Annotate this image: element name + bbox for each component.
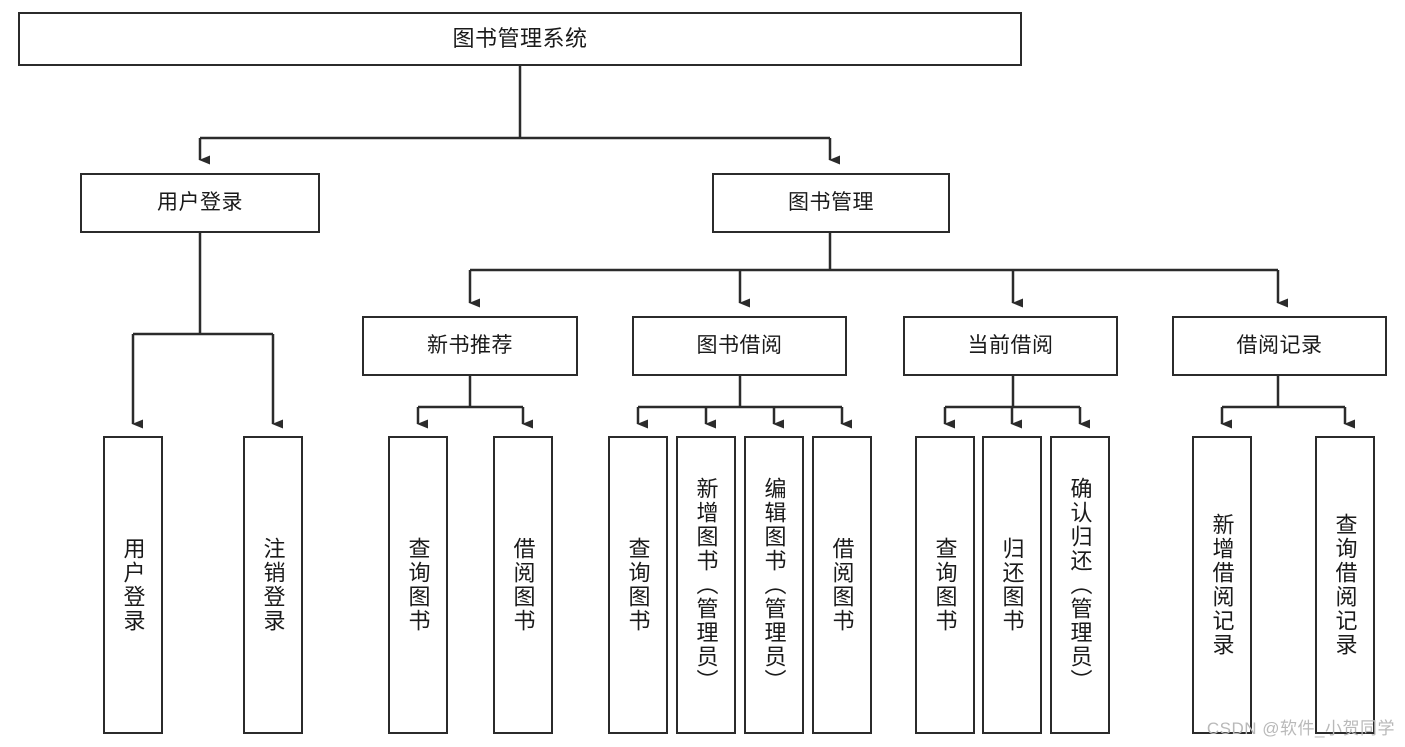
node-label: 图书管理 (788, 190, 874, 214)
node-label: 新书推荐 (427, 333, 513, 357)
node-label: 借阅记录 (1236, 333, 1323, 357)
node-label: 借阅图书 (510, 537, 536, 633)
node-label: 确认归还（管理员） (1067, 477, 1093, 693)
node-label: 用户登录 (120, 537, 146, 633)
leaf-book-borrow-lend[interactable]: 借阅图书 (812, 436, 872, 734)
node-borrow-record[interactable]: 借阅记录 (1172, 316, 1387, 376)
leaf-borrow-record-query[interactable]: 查询借阅记录 (1315, 436, 1375, 734)
node-label: 借阅图书 (829, 537, 855, 633)
leaf-book-borrow-edit[interactable]: 编辑图书（管理员） (744, 436, 804, 734)
node-book-management[interactable]: 图书管理 (712, 173, 950, 233)
node-label: 当前借阅 (967, 333, 1054, 357)
node-user-login[interactable]: 用户登录 (80, 173, 320, 233)
node-label: 图书借阅 (696, 333, 783, 357)
node-label: 查询图书 (405, 537, 431, 633)
node-new-book-recommend[interactable]: 新书推荐 (362, 316, 578, 376)
node-label: 图书管理系统 (452, 26, 588, 52)
leaf-book-borrow-add[interactable]: 新增图书（管理员） (676, 436, 736, 734)
node-label: 新增借阅记录 (1209, 513, 1235, 657)
leaf-borrow-record-add[interactable]: 新增借阅记录 (1192, 436, 1252, 734)
leaf-new-book-borrow[interactable]: 借阅图书 (493, 436, 553, 734)
node-label: 注销登录 (260, 537, 286, 633)
node-label: 用户登录 (157, 190, 243, 214)
node-label: 编辑图书（管理员） (761, 477, 787, 693)
node-book-borrow[interactable]: 图书借阅 (632, 316, 847, 376)
leaf-new-book-query[interactable]: 查询图书 (388, 436, 448, 734)
node-label: 新增图书（管理员） (693, 477, 719, 693)
leaf-current-borrow-return[interactable]: 归还图书 (982, 436, 1042, 734)
node-current-borrow[interactable]: 当前借阅 (903, 316, 1118, 376)
node-label: 查询图书 (932, 537, 958, 633)
node-root-system[interactable]: 图书管理系统 (18, 12, 1022, 66)
leaf-current-borrow-confirm[interactable]: 确认归还（管理员） (1050, 436, 1110, 734)
node-label: 查询图书 (625, 537, 651, 633)
leaf-user-login-signout[interactable]: 注销登录 (243, 436, 303, 734)
leaf-book-borrow-query[interactable]: 查询图书 (608, 436, 668, 734)
leaf-user-login-signin[interactable]: 用户登录 (103, 436, 163, 734)
leaf-current-borrow-query[interactable]: 查询图书 (915, 436, 975, 734)
node-label: 归还图书 (999, 537, 1025, 633)
watermark-csdn: CSDN @软件_小贺同学 (1206, 719, 1395, 738)
node-label: 查询借阅记录 (1332, 513, 1358, 657)
